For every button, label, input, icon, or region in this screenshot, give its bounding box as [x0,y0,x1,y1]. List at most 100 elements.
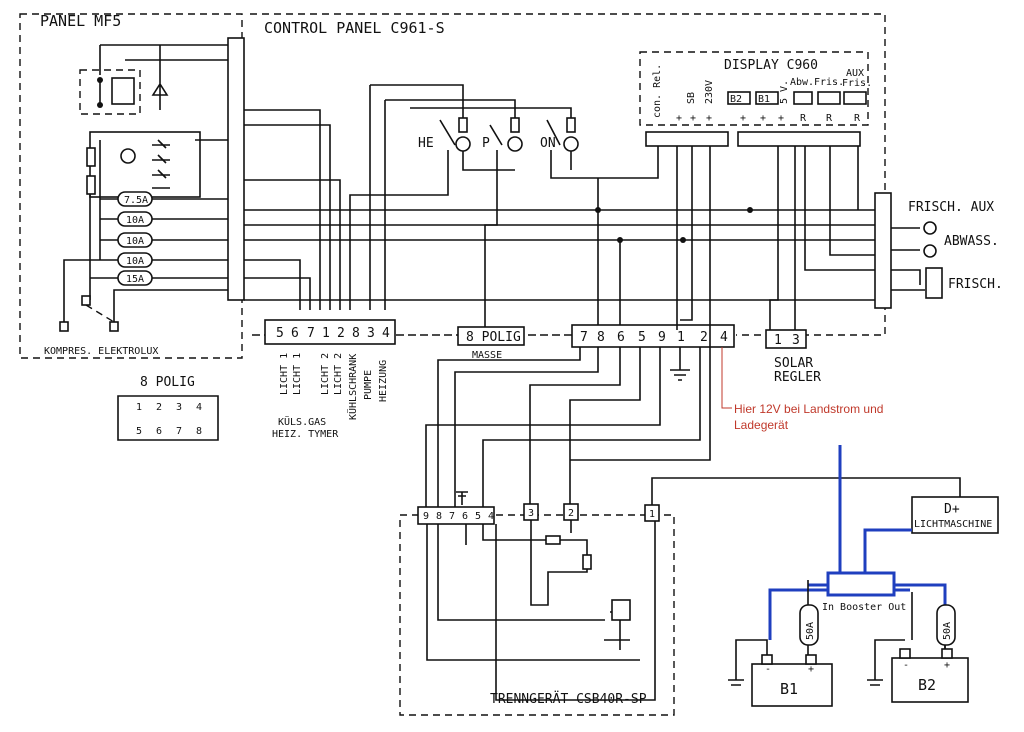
pin-label: 3 [528,508,534,519]
pin-label: 3 [176,402,182,413]
pin-label: 5 [276,326,284,341]
battery-fuse-b2 [936,604,956,646]
booster-label: In Booster Out [822,602,906,613]
vertical-label: HEIZUNG [378,360,389,402]
battery-minus: - [903,660,909,671]
control-panel-c961s: CONTROL PANEL C961-S HE P ON [244,13,886,440]
battery-fuse-b1 [799,604,819,646]
vertical-label: LICHT 2 [320,353,331,395]
display-connector-a [645,131,729,147]
fuse-label: 7.5A [124,195,148,206]
solar-pin: 1 [774,333,782,348]
pin-label: 1 [649,509,655,520]
tank-label: AUX [846,68,864,79]
connector-right [571,324,735,348]
connector-left [264,319,396,345]
pin-label: 2 [156,402,162,413]
pin-label: 6 [462,511,468,522]
pin-label: 2 [700,330,708,345]
trenngeraet: 9 8 7 6 5 4 3 2 1 [399,491,675,716]
fuse-label: 15A [126,274,144,285]
pin-label: 5 [638,330,646,345]
tank-label: Fris. [814,77,844,88]
eight-polig-title: 8 POLIG [140,375,195,390]
display-small-label: 5 V. [779,80,790,104]
right-connector-pins: 7 8 6 5 9 1 2 4 [580,330,728,345]
pin-label: 6 [617,330,625,345]
booster-section: In Booster Out 50A 50A - + B1 - + B2 [728,445,969,707]
pin-label: 4 [488,511,494,522]
annotation-line1: Hier 12V bei Landstrom und [734,402,883,416]
pin-label: 8 [436,511,442,522]
pin-label: 4 [196,402,202,413]
panel-mf5-title: PANEL MF5 [40,12,121,30]
pin-label: 7 [449,511,455,522]
pin-label: 1 [322,326,330,341]
left-caption-1: KÜLS.GAS [278,415,326,428]
terminal-label: + [740,113,746,124]
dplus-sub: LICHTMASCHINE [914,519,992,530]
solar-label-2: REGLER [774,370,821,385]
annotation-line2: Ladegerät [734,418,789,432]
battery-plus: + [808,664,814,675]
pin-label: 7 [580,330,588,345]
display-small-label: B2 [730,94,742,105]
panel-mf5: PANEL MF5 7.5A 10A 10A 10A [19,12,243,359]
vertical-label: LICHT 1 [279,353,290,395]
vertical-label: LICHT 1 [292,353,303,395]
control-panel-title: CONTROL PANEL C961-S [264,19,445,37]
dplus-label: D+ [944,502,960,517]
fuse-label: 10A [126,236,144,247]
pin-label: 9 [423,511,429,522]
solar-connector [765,329,807,349]
masse-connector [457,326,525,346]
display-connector-b [737,131,861,147]
pin-label: 1 [677,330,685,345]
tank-sensor-label: FRISCH. AUX [908,200,994,215]
pin-label: 8 [196,426,202,437]
masse-connector-label: 8 POLIG [466,330,521,345]
trenngeraet-title: TRENNGERÄT CSB40R-SP [490,691,647,707]
battery-name: B2 [918,676,936,694]
display-top-label: SB [686,92,697,104]
switch-label: HE [418,136,434,151]
sensor-abwass [923,244,937,258]
left-caption-2: HEIZ. TYMER [272,429,339,440]
battery-b2 [891,657,969,703]
vertical-label: PUMPE [363,370,374,400]
connector-bar-mf5 [227,37,245,301]
terminal-label: + [760,113,766,124]
vertical-label: KÜHLSCHRANK [346,354,359,420]
tank-label: Abw. [790,77,814,88]
pin-label: 8 [352,326,360,341]
display-small-label: B1 [758,94,770,105]
fuse-row: 7.5A 10A 10A 10A 15A [117,191,153,286]
battery-name: B1 [780,680,798,698]
terminal-label: + [690,113,696,124]
display-top-label: 230V [704,80,715,104]
terminal-label: + [778,113,784,124]
tank-connector [874,192,892,309]
dplus-box [911,496,999,534]
switch-label: ON [540,136,556,151]
terminal-label: R [800,113,807,124]
battery-b1 [751,663,833,707]
pin-label: 4 [720,330,728,345]
pin-label: 9 [658,330,666,345]
pin-label: 6 [156,426,162,437]
tank-sensor-label: ABWASS. [944,234,999,249]
battery-plus: + [944,660,950,671]
pin-label: 6 [291,326,299,341]
fuse-label: 10A [126,256,144,267]
solar-label-1: SOLAR [774,356,813,371]
eight-polig-legend: 8 POLIG 1 2 3 4 5 6 7 8 [117,375,219,441]
kompres-label: KOMPRES. ELEKTROLUX [44,346,158,357]
switch-label: P [482,136,490,151]
trenn-connector [417,506,495,525]
fuse-label: 10A [126,215,144,226]
tank-label: Fris. [842,78,872,89]
pin-label: 7 [307,326,315,341]
pin-label: 1 [136,402,142,413]
display-top-label: con. Rel. [652,64,663,118]
pin-label: 3 [367,326,375,341]
